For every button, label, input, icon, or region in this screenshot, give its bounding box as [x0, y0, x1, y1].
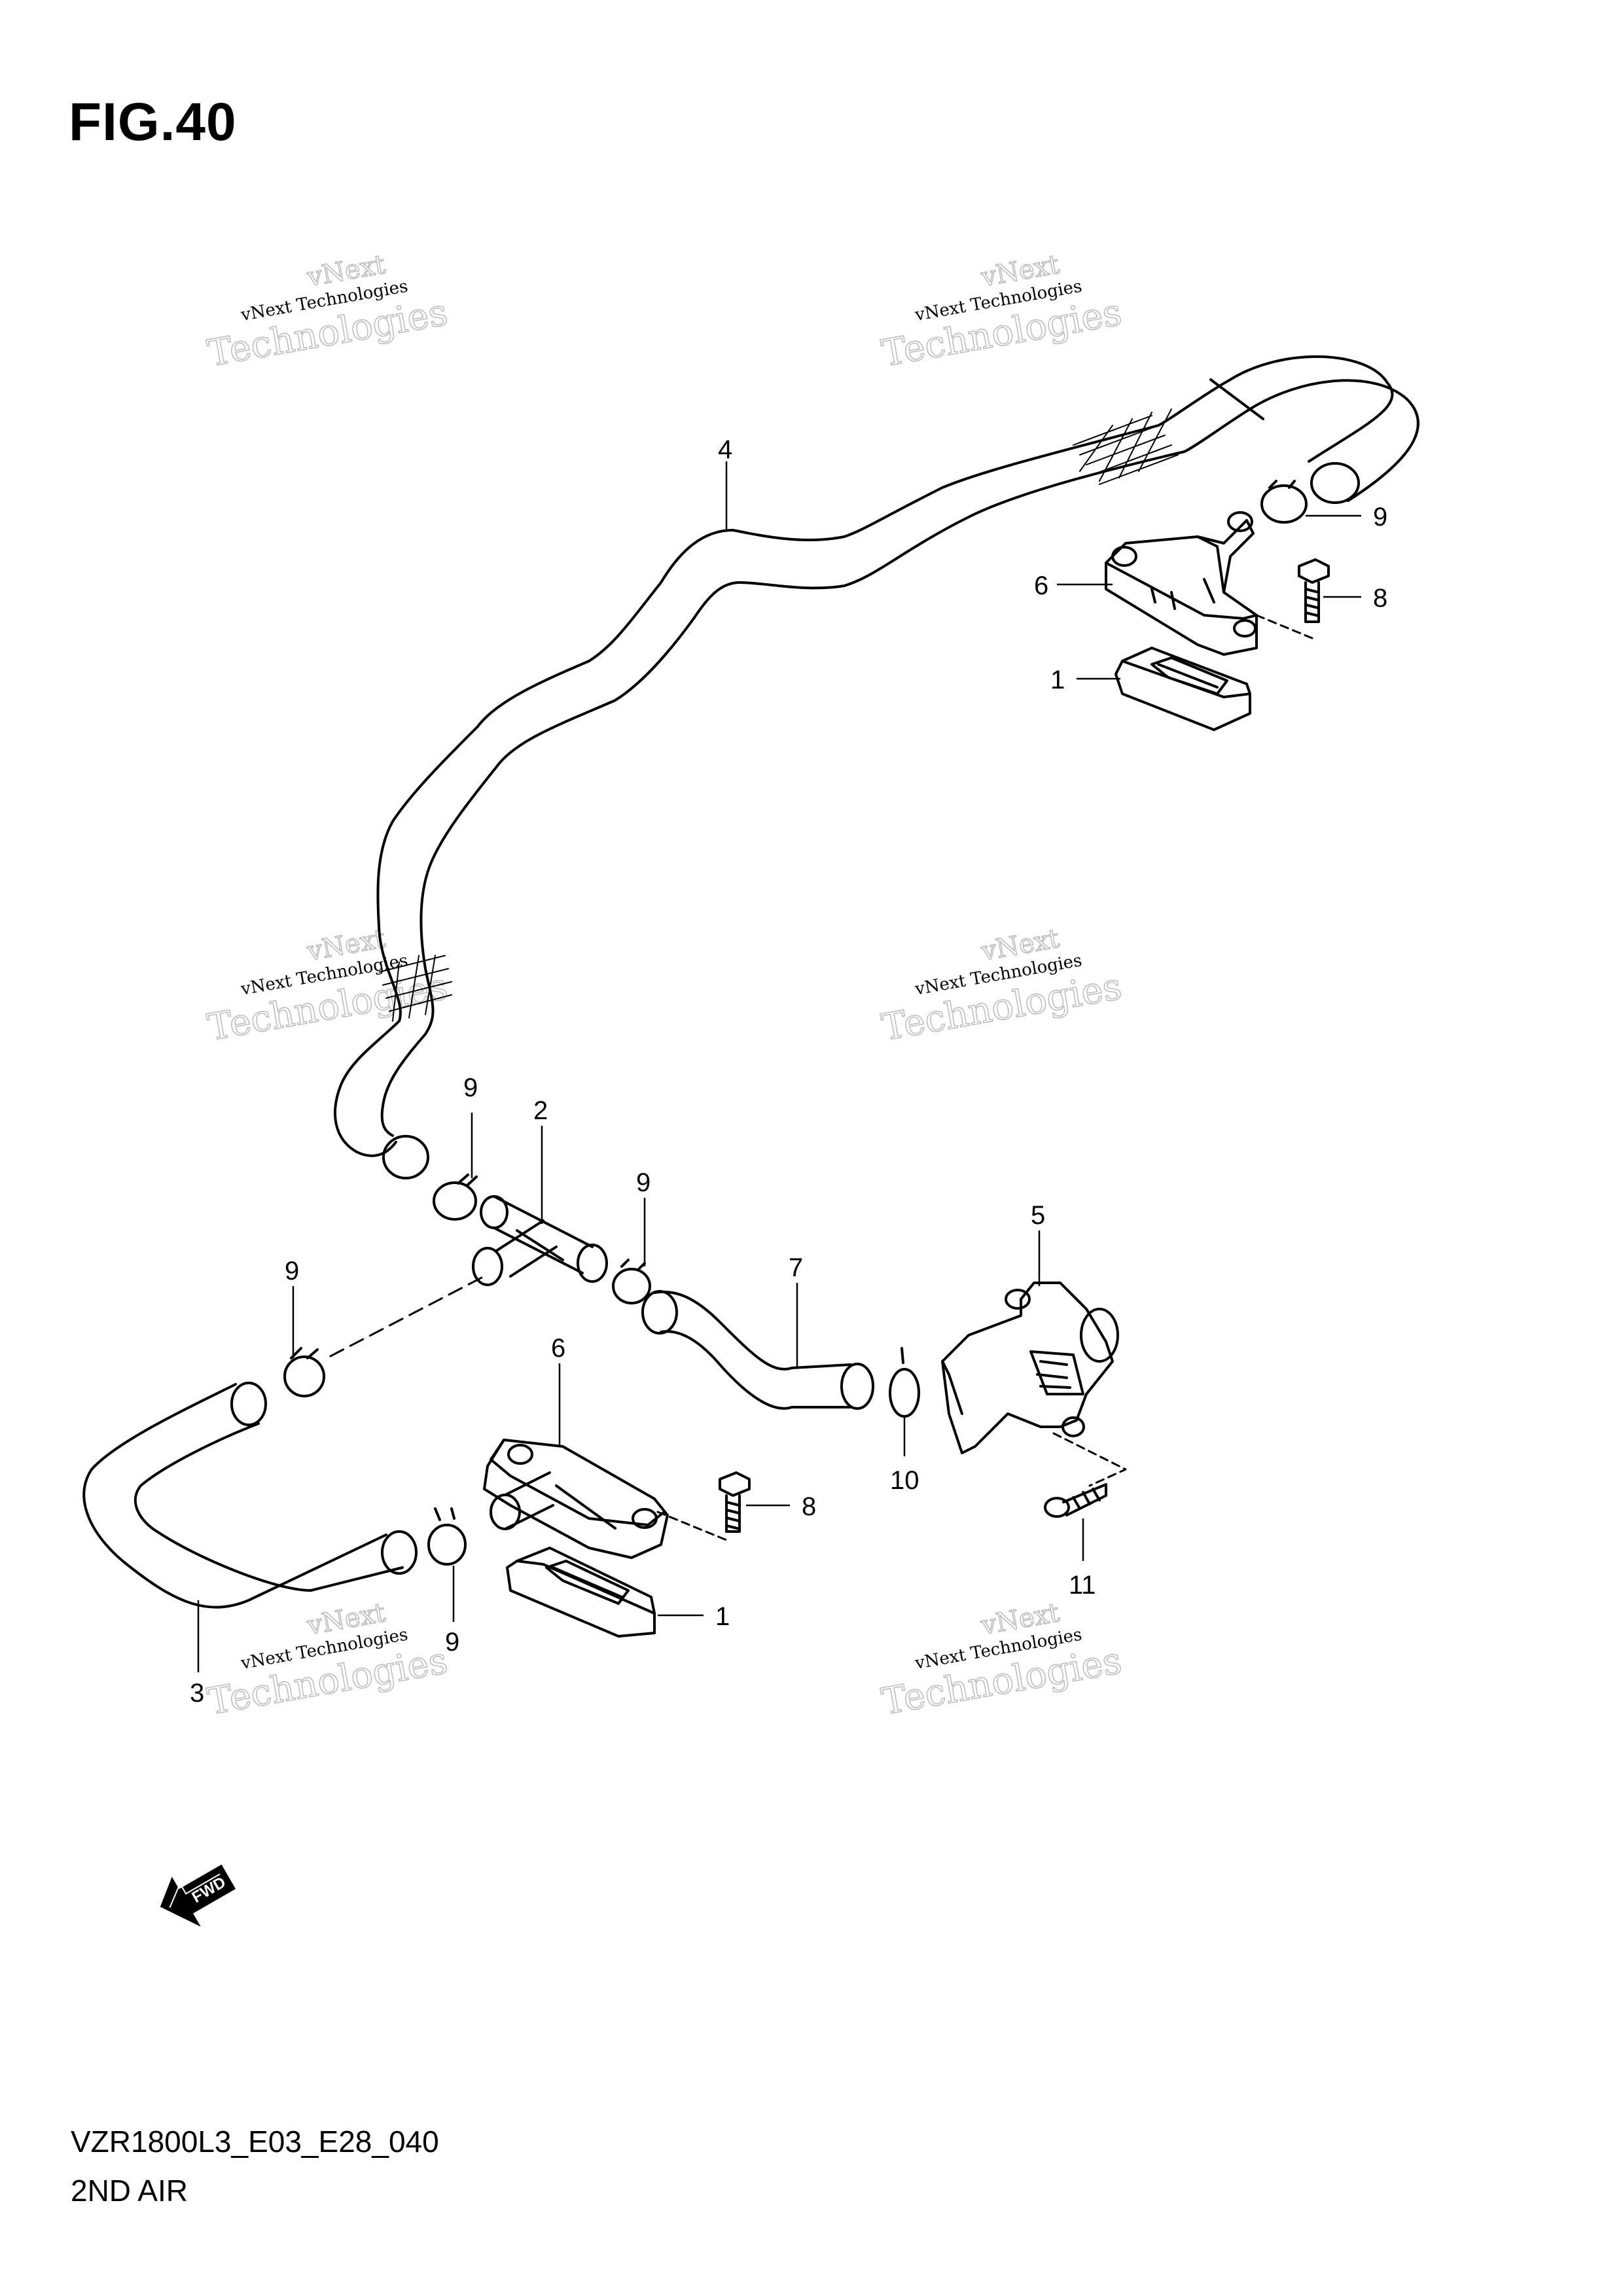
clamp-part-9-top [1260, 480, 1308, 524]
watermark: vNext Technologies vNext Technologies [204, 249, 452, 376]
callout-9-mid: 9 [636, 1168, 651, 1197]
watermark: vNext Technologies vNext Technologies [878, 1597, 1126, 1724]
clamp-part-9-left [433, 1174, 478, 1221]
callout-10: 10 [890, 1466, 919, 1495]
assembly-line [656, 1511, 731, 1543]
callout-8-bottom: 8 [802, 1492, 816, 1521]
callout-1-bottom: 1 [715, 1602, 730, 1631]
seal-ring-part-10 [889, 1347, 920, 1418]
callout-9-left: 9 [463, 1073, 478, 1102]
screw-part-11 [1044, 1483, 1107, 1518]
callout-8-top: 8 [1373, 584, 1387, 613]
assembly-line [329, 1275, 486, 1357]
callout-3: 3 [190, 1679, 204, 1708]
diagram-name: 2ND AIR [71, 2174, 188, 2208]
air-valve-part-5 [941, 1282, 1119, 1454]
gasket-part-1-bottom [506, 1547, 656, 1638]
gasket-part-1-top [1115, 647, 1251, 731]
clamp-part-9-lower-left [283, 1347, 325, 1397]
callout-9-top: 9 [1373, 503, 1387, 531]
watermark: vNext Technologies vNext Technologies [878, 249, 1126, 376]
hose-part-3 [82, 1382, 418, 1609]
clamp-part-9-lower-mid [427, 1507, 467, 1566]
bolt-part-8-top [1298, 558, 1330, 623]
assembly-line [1052, 1432, 1127, 1487]
watermark: vNext Technologies vNext Technologies [878, 923, 1126, 1050]
callout-5: 5 [1031, 1201, 1045, 1230]
callout-11: 11 [1069, 1571, 1096, 1600]
forward-arrow-icon: FWD [160, 1864, 236, 1927]
callout-6-top: 6 [1034, 571, 1048, 600]
callout-1-top: 1 [1050, 666, 1065, 694]
watermark: vNext Technologies vNext Technologies [204, 1597, 452, 1724]
callout-6-bottom: 6 [551, 1334, 565, 1363]
hose-part-4 [334, 355, 1419, 1179]
callout-7: 7 [789, 1253, 803, 1282]
watermark-group: vNext Technologies vNext Technologies vN… [204, 249, 1126, 1724]
clamp-part-9-mid [612, 1259, 651, 1304]
callout-2: 2 [533, 1096, 548, 1125]
reed-valve-cover-part-6-bottom [483, 1439, 669, 1559]
callout-9-lower-left: 9 [285, 1257, 299, 1285]
assembly-line [1255, 614, 1313, 639]
callout-4: 4 [718, 435, 732, 464]
reed-valve-cover-part-6-top [1105, 511, 1258, 656]
t-joint-part-2 [472, 1195, 608, 1286]
figure-title: FIG.40 [69, 92, 237, 152]
hose-part-7 [641, 1290, 874, 1410]
diagram-code: VZR1800L3_E03_E28_040 [71, 2125, 439, 2159]
bolt-part-8-bottom [719, 1471, 751, 1533]
callout-9-lower-mid: 9 [445, 1628, 459, 1657]
watermark: vNext Technologies vNext Technologies [204, 923, 452, 1050]
